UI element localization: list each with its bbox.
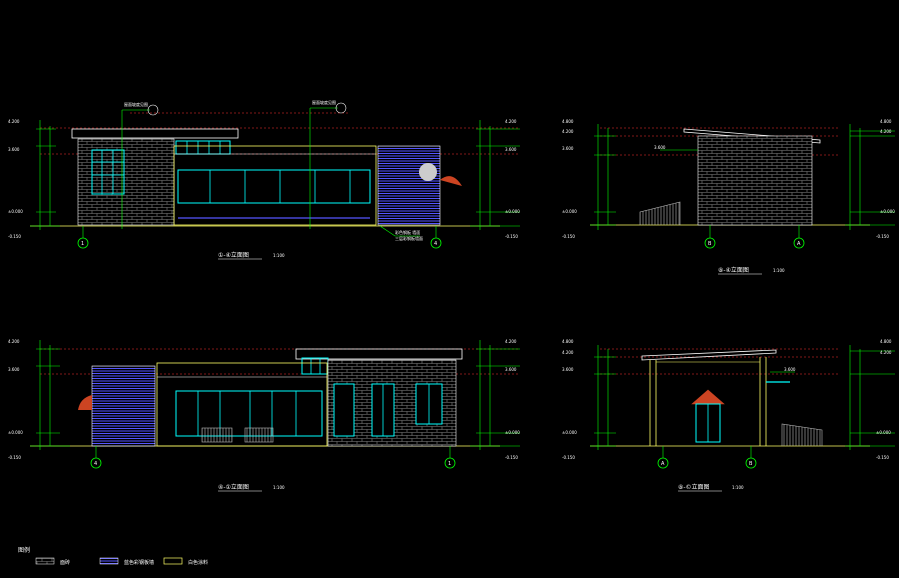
legend-swatch-brick — [35, 557, 55, 565]
view3-level-r1: 4.200 — [505, 339, 517, 344]
view3-title: ④-①立面图 — [218, 483, 249, 491]
view4-level-l3: 3.600 — [562, 367, 574, 372]
legend-label-brick: 面砖 — [60, 559, 70, 566]
view2-axis-left — [704, 237, 716, 249]
legend: 图例 面砖 蓝色彩钢板墙 白色涂料 — [18, 546, 208, 566]
view2-axis-left-label: B — [708, 241, 712, 247]
view4-level-l2: 4.200 — [562, 350, 574, 355]
view2-level-r1: 4.800 — [880, 119, 892, 124]
view1-scale: 1:100 — [273, 253, 285, 258]
view2-level-r3: ±0.000 — [880, 209, 895, 214]
view2-title: ⑧-④立面图 — [718, 266, 749, 274]
view1-level-l1: 4.200 — [8, 119, 20, 124]
view1-level-l2: 3.600 — [8, 147, 20, 152]
view3-level-l2: 3.600 — [8, 367, 20, 372]
view2-scale: 1:100 — [773, 268, 785, 273]
view3-axis-right-label: 1 — [448, 461, 451, 467]
view1-axis-right-label: 4 — [434, 241, 437, 247]
view1-note-left: 屋面坡度见图 — [124, 101, 148, 107]
view1-level-l3: ±0.000 — [8, 209, 23, 214]
view4-axis-left — [657, 457, 669, 469]
view4-level-r2: 4.200 — [880, 350, 892, 355]
view2-level-l3: 3.600 — [562, 146, 574, 151]
legend-title: 图例 — [18, 546, 30, 554]
view1-axis-left — [77, 237, 89, 249]
view4-level-l5: -0.150 — [562, 455, 575, 460]
view4-axis-right-label: B — [749, 461, 753, 467]
view2-inner-level: 3.600 — [654, 145, 666, 150]
legend-swatch-paint — [163, 557, 183, 565]
view1-level-r2: 3.600 — [505, 147, 517, 152]
view1-title: ①-④立面图 — [218, 251, 249, 259]
view1-material-note-2: 三层彩钢板墙面 — [395, 235, 423, 241]
view2-level-l2: 4.200 — [562, 129, 574, 134]
view3-axis-left-label: 4 — [94, 461, 97, 467]
view2-axis-right — [793, 237, 805, 249]
view1-material-note-1: 彩色钢板 墙面 — [395, 229, 420, 235]
view3-axis-right — [444, 457, 456, 469]
view4-scale: 1:100 — [732, 485, 744, 490]
view1-level-l4: -0.150 — [8, 234, 21, 239]
legend-label-panel: 蓝色彩钢板墙 — [124, 559, 154, 566]
view1-level-r4: -0.150 — [505, 234, 518, 239]
view3-scale: 1:100 — [273, 485, 285, 490]
view4-level-r4: -0.150 — [876, 455, 889, 460]
view3-level-r4: -0.150 — [505, 455, 518, 460]
view2-level-l4: ±0.000 — [562, 209, 577, 214]
view2-level-l5: -0.150 — [562, 234, 575, 239]
elevation-view-3: 4.200 3.600 ±0.000 -0.150 4.200 3.600 ±0… — [8, 339, 520, 492]
view1-level-r1: 4.200 — [505, 119, 517, 124]
view2-axis-right-label: A — [797, 241, 801, 247]
view2-level-r4: -0.150 — [876, 234, 889, 239]
view4-level-r3: ±0.000 — [876, 430, 891, 435]
view4-title: ⑧-©立面图 — [678, 483, 710, 491]
elevation-view-1: 屋面坡度见图 屋面坡度见图 彩色钢板 墙面 三层彩钢板墙面 4.200 3.60… — [8, 99, 520, 260]
view4-axis-left-label: A — [661, 461, 665, 467]
view4-inner-level: 3.600 — [784, 367, 796, 372]
view2-level-r2: 4.200 — [880, 129, 892, 134]
view3-level-r3: ±0.000 — [505, 430, 520, 435]
view1-axis-right — [430, 237, 442, 249]
view2-level-l1: 4.800 — [562, 119, 574, 124]
elevation-view-4: 3.600 4.800 4.200 3.600 ±0.000 -0.150 4.… — [562, 339, 895, 492]
view3-level-l1: 4.200 — [8, 339, 20, 344]
view1-axis-left-label: 1 — [81, 241, 84, 247]
view3-level-l3: ±0.000 — [8, 430, 23, 435]
view3-axis-left — [90, 457, 102, 469]
view1-level-r3: ±0.000 — [505, 209, 520, 214]
view3-level-r2: 3.600 — [505, 367, 517, 372]
view4-axis-right — [745, 457, 757, 469]
view4-level-l1: 4.800 — [562, 339, 574, 344]
legend-swatch-panel — [99, 557, 119, 565]
elevation-view-2: 3.600 4.800 4.200 3.600 ±0.000 -0.150 4.… — [562, 119, 895, 275]
view4-level-l4: ±0.000 — [562, 430, 577, 435]
view4-level-r1: 4.800 — [880, 339, 892, 344]
view3-level-l4: -0.150 — [8, 455, 21, 460]
view1-note-right: 屋面坡度见图 — [312, 99, 336, 105]
legend-label-paint: 白色涂料 — [188, 559, 208, 566]
